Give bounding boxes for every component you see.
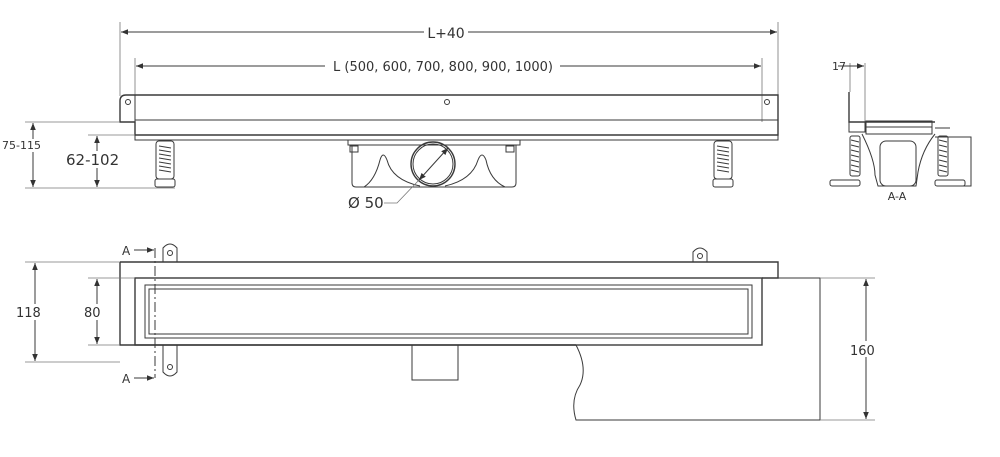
overall-length-label: L+40	[427, 26, 464, 42]
front-view: L+40 L (500, 600, 700, 800, 900, 1000)	[0, 22, 779, 212]
channel-bottom	[134, 134, 779, 141]
height-range-outer-label: 75-115	[2, 139, 41, 152]
section-marker-top: A	[122, 244, 131, 258]
mounting-hole	[764, 99, 770, 105]
outlet-spigot	[411, 344, 459, 381]
adjustable-leg-right	[712, 140, 734, 188]
section-view-a-a: 17 A-A	[829, 60, 972, 203]
membrane-width-label: 160	[850, 344, 875, 359]
pipe-circle	[410, 141, 456, 187]
section-label: A-A	[888, 190, 907, 203]
outer-width-label: 118	[16, 306, 41, 321]
plan-view: A A 118 80 160	[14, 243, 880, 421]
pipe-diameter-label: Ø 50	[348, 194, 384, 212]
mounting-lug	[692, 247, 708, 262]
flange-width-label: 17	[832, 60, 846, 73]
membrane-flange	[573, 277, 821, 421]
mounting-hole	[125, 99, 131, 105]
drain-grate	[144, 284, 753, 339]
siphon-outlet	[347, 139, 521, 204]
outer-plate	[120, 261, 779, 279]
adjustable-leg-left	[154, 140, 176, 188]
channel-width-label: 80	[84, 306, 101, 321]
drain-channel	[134, 277, 763, 346]
mounting-lug	[162, 345, 178, 377]
mounting-hole	[444, 99, 450, 105]
section-leg-right	[934, 135, 966, 187]
length-label: L (500, 600, 700, 800, 900, 1000)	[333, 60, 553, 75]
section-leg-left	[829, 135, 861, 187]
section-marker-bottom: A	[122, 372, 131, 386]
mounting-lug	[162, 243, 178, 262]
height-range-inner-label: 62-102	[66, 151, 119, 169]
section-flange	[848, 92, 935, 123]
